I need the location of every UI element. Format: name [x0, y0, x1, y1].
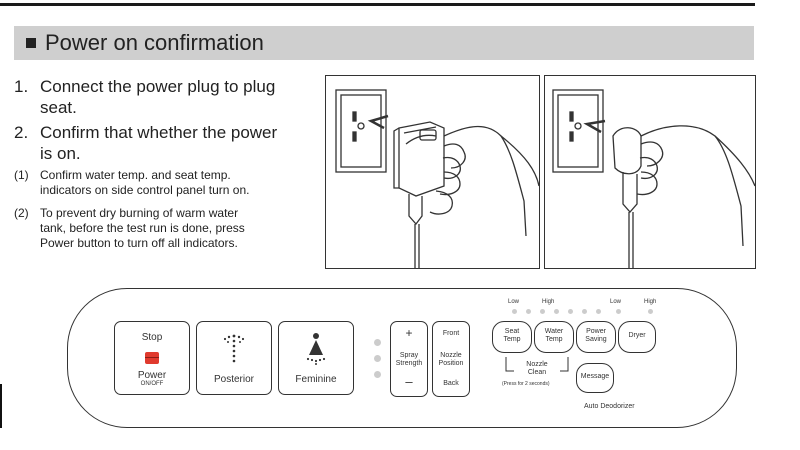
level-indicator-dot: [568, 309, 573, 314]
step-number: 1.: [14, 77, 29, 96]
message-label: Message: [580, 373, 610, 380]
level-low-label: Low: [610, 299, 622, 305]
spray-strength-button[interactable]: + Spray Strength –: [390, 321, 428, 397]
page-edge-mark: [0, 384, 2, 428]
water-temp-label-1: Water: [544, 328, 564, 335]
nozzle-clean-bracket-icon: [505, 357, 569, 372]
note-text-line: To prevent dry burning of warm water: [40, 206, 239, 220]
plug-inserted-drawing: [552, 89, 756, 268]
position-label: Position: [438, 360, 464, 367]
plug-inserted-illustration: [544, 75, 756, 269]
level-indicator-dot: [648, 309, 653, 314]
plug-insert-drawing: [335, 89, 540, 268]
level-high-label: High: [644, 299, 657, 305]
level-indicator-dot: [582, 309, 587, 314]
nozzle-label: Nozzle: [440, 352, 462, 359]
back-label: Back: [443, 380, 459, 387]
nozzle-clean-label-1: Nozzle: [526, 361, 548, 368]
dryer-button[interactable]: Dryer: [618, 321, 656, 353]
top-rule: [0, 3, 755, 6]
feminine-button[interactable]: Feminine: [278, 321, 354, 395]
seat-temp-label-2: Temp: [503, 336, 521, 343]
step-text-line: Confirm that whether the power: [40, 123, 278, 142]
level-indicator-dot: [540, 309, 545, 314]
nozzle-clean-label-2: Clean: [527, 369, 547, 376]
control-panel: Stop Power ON/OFF Posterior: [67, 288, 737, 428]
power-saving-button[interactable]: Power Saving: [576, 321, 616, 353]
feminine-spray-icon: [306, 333, 326, 365]
auto-deodorizer-label: Auto Deodorizer: [584, 403, 635, 410]
power-indicator-icon: [145, 352, 159, 364]
square-bullet-icon: [26, 38, 36, 48]
seat-temp-button[interactable]: Seat Temp: [492, 321, 532, 353]
strength-label: Strength: [395, 360, 423, 367]
note-number: (2): [14, 206, 29, 220]
section-title: Power on confirmation: [45, 30, 264, 55]
dryer-label: Dryer: [628, 332, 646, 339]
level-indicator-dot: [596, 309, 601, 314]
spray-minus-label: –: [405, 374, 413, 389]
step-text-line: Connect the power plug to plug: [40, 77, 276, 96]
front-label: Front: [442, 330, 460, 337]
power-label: Power: [137, 370, 167, 381]
power-saving-label-2: Saving: [585, 336, 607, 343]
step-1: 1. Connect the power plug to plug seat.: [14, 76, 324, 118]
note-text-line: Power button to turn off all indicators.: [40, 236, 238, 250]
note-1: (1) Confirm water temp. and seat temp. i…: [14, 168, 314, 200]
spray-plus-label: +: [405, 326, 413, 340]
level-indicator-dot: [374, 339, 381, 346]
step-number: 2.: [14, 123, 29, 142]
level-indicator-dot: [374, 371, 381, 378]
note-text-line: tank, before the test run is done, press: [40, 221, 245, 235]
step-text-line: is on.: [40, 144, 81, 163]
level-high-label: High: [542, 299, 555, 305]
water-temp-button[interactable]: Water Temp: [534, 321, 574, 353]
level-indicator-dot: [512, 309, 517, 314]
posterior-label: Posterior: [213, 374, 254, 385]
stop-label: Stop: [141, 332, 163, 343]
nozzle-position-button[interactable]: Front Nozzle Position Back: [432, 321, 470, 397]
step-2: 2. Confirm that whether the power is on.: [14, 122, 324, 164]
level-indicator-dot: [374, 355, 381, 362]
plug-insert-illustration: [325, 75, 540, 269]
note-2: (2) To prevent dry burning of warm water…: [14, 206, 314, 254]
nozzle-clean-hint: (Press for 2 seconds): [502, 381, 550, 387]
step-text-line: seat.: [40, 98, 77, 117]
level-indicator-dot: [554, 309, 559, 314]
posterior-spray-icon: [223, 334, 245, 363]
level-low-label: Low: [508, 299, 520, 305]
note-text-line: indicators on side control panel turn on…: [40, 183, 250, 197]
message-button[interactable]: Message: [576, 363, 614, 393]
note-number: (1): [14, 168, 29, 182]
level-indicator-dot: [526, 309, 531, 314]
note-text-line: Confirm water temp. and seat temp.: [40, 168, 231, 182]
level-indicator-dot: [616, 309, 621, 314]
power-sub-label: ON/OFF: [140, 381, 164, 387]
power-button[interactable]: Stop Power ON/OFF: [114, 321, 190, 395]
power-saving-label-1: Power: [586, 328, 606, 335]
spray-label: Spray: [399, 352, 419, 359]
section-heading: Power on confirmation: [14, 26, 754, 60]
feminine-label: Feminine: [295, 374, 337, 385]
posterior-button[interactable]: Posterior: [196, 321, 272, 395]
water-temp-label-2: Temp: [545, 336, 563, 343]
seat-temp-label-1: Seat: [504, 328, 520, 335]
